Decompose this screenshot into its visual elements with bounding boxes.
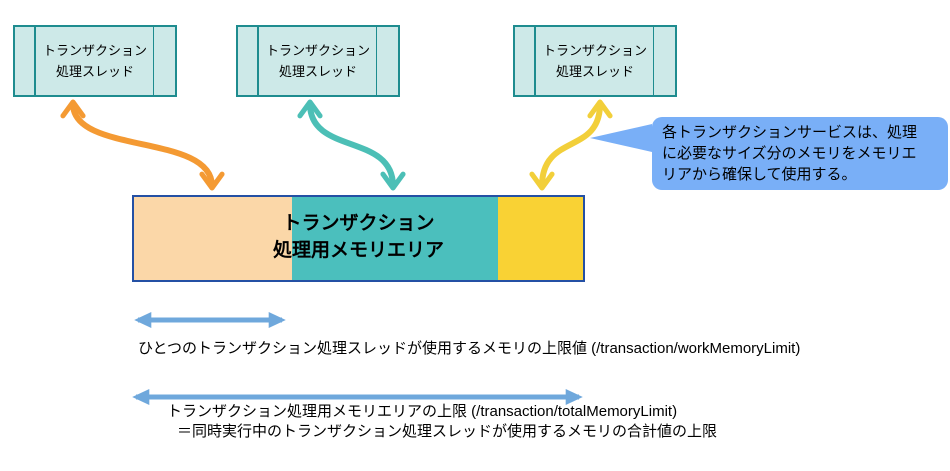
thread-box-label: トランザクション 処理スレッド xyxy=(42,43,147,79)
thread-box-1: トランザクション 処理スレッド xyxy=(13,25,177,97)
connector-arrow-yellow xyxy=(529,99,613,191)
box-divider xyxy=(652,27,654,95)
caption-total-memory-limit: トランザクション処理用メモリエリアの上限 (/transaction/total… xyxy=(167,402,717,442)
box-divider xyxy=(375,27,377,95)
caption-total-line2: ＝同時実行中のトランザクション処理スレッドが使用するメモリの合計値の上限 xyxy=(177,423,718,440)
memory-area-title: トランザクション 処理用メモリエリア xyxy=(272,213,444,261)
memory-section-thread1 xyxy=(134,197,292,280)
connector-arrow-orange xyxy=(60,99,225,191)
connector-arrow-teal xyxy=(297,99,406,191)
thread-box-3: トランザクション 処理スレッド xyxy=(513,25,677,97)
memory-section-thread2 xyxy=(292,197,498,280)
thread-box-label: トランザクション 処理スレッド xyxy=(265,43,370,79)
thread-box-label: トランザクション 処理スレッド xyxy=(542,43,647,79)
callout-bubble: 各トランザクションサービスは、処理 に必要なサイズ分のメモリをメモリエ リアから… xyxy=(652,117,948,190)
callout-pointer xyxy=(590,124,652,152)
box-divider xyxy=(257,27,259,95)
caption-work-memory-limit: ひとつのトランザクション処理スレッドが使用するメモリの上限値 (/transac… xyxy=(138,340,801,357)
box-divider xyxy=(534,27,536,95)
memory-area-bar: トランザクション 処理用メモリエリア xyxy=(132,195,585,282)
memory-section-thread3 xyxy=(498,197,583,280)
thread-box-2: トランザクション 処理スレッド xyxy=(236,25,400,97)
caption-total-line1: トランザクション処理用メモリエリアの上限 (/transaction/total… xyxy=(167,403,678,420)
box-divider xyxy=(34,27,36,95)
box-divider xyxy=(152,27,154,95)
